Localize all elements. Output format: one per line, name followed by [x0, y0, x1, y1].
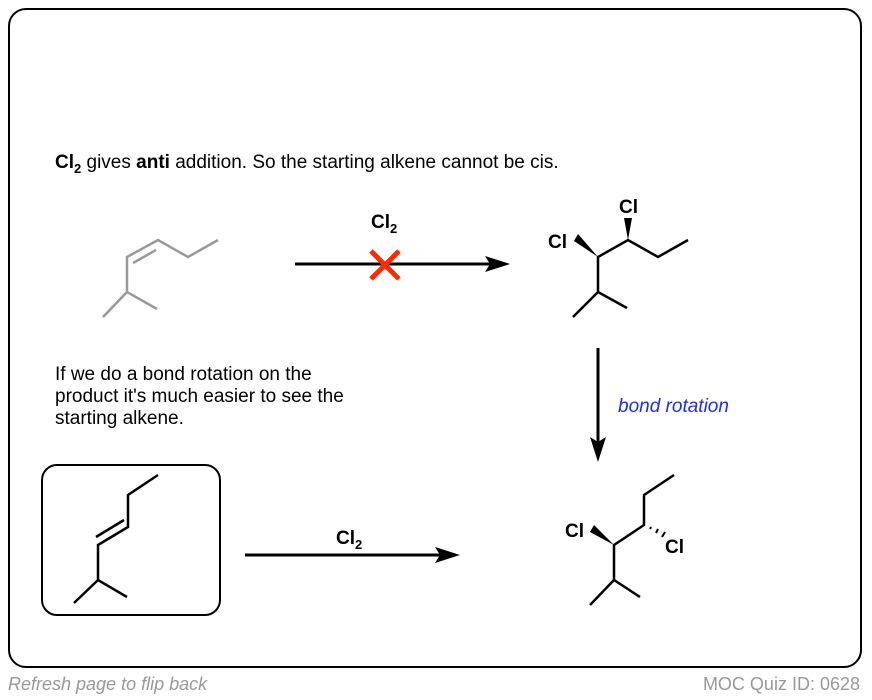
chlorine-label: Cl	[548, 232, 567, 253]
cis-alkene-structure	[102, 238, 219, 318]
reagent-label-bottom: Cl2	[336, 528, 362, 552]
explanation-text: If we do a bond rotation on the product …	[55, 364, 344, 429]
wedge-bond	[590, 525, 614, 545]
chlorine-label: Cl	[665, 537, 684, 558]
reagent-label-top: Cl2	[371, 212, 397, 236]
answer-box	[41, 464, 221, 616]
headline: Cl2 gives anti addition. So the starting…	[55, 152, 559, 176]
cross-icon	[369, 249, 401, 281]
blocked-reaction-arrow	[295, 256, 510, 272]
trans-alkene-structure	[73, 473, 159, 604]
hash-bond	[649, 526, 666, 538]
quiz-id: MOC Quiz ID: 0628	[702, 674, 860, 694]
dichloride-product-rotated	[589, 473, 675, 606]
bond-rotation-arrow	[590, 348, 606, 462]
wedge-bond	[574, 234, 598, 257]
bond-rotation-label: bond rotation	[618, 396, 729, 417]
chlorine-label: Cl	[619, 197, 638, 218]
refresh-hint: Refresh page to flip back	[8, 674, 208, 694]
quiz-card[interactable]	[8, 8, 862, 668]
wedge-bond	[624, 218, 632, 240]
reaction-arrow-bottom	[245, 547, 460, 563]
chlorine-label: Cl	[565, 521, 584, 542]
